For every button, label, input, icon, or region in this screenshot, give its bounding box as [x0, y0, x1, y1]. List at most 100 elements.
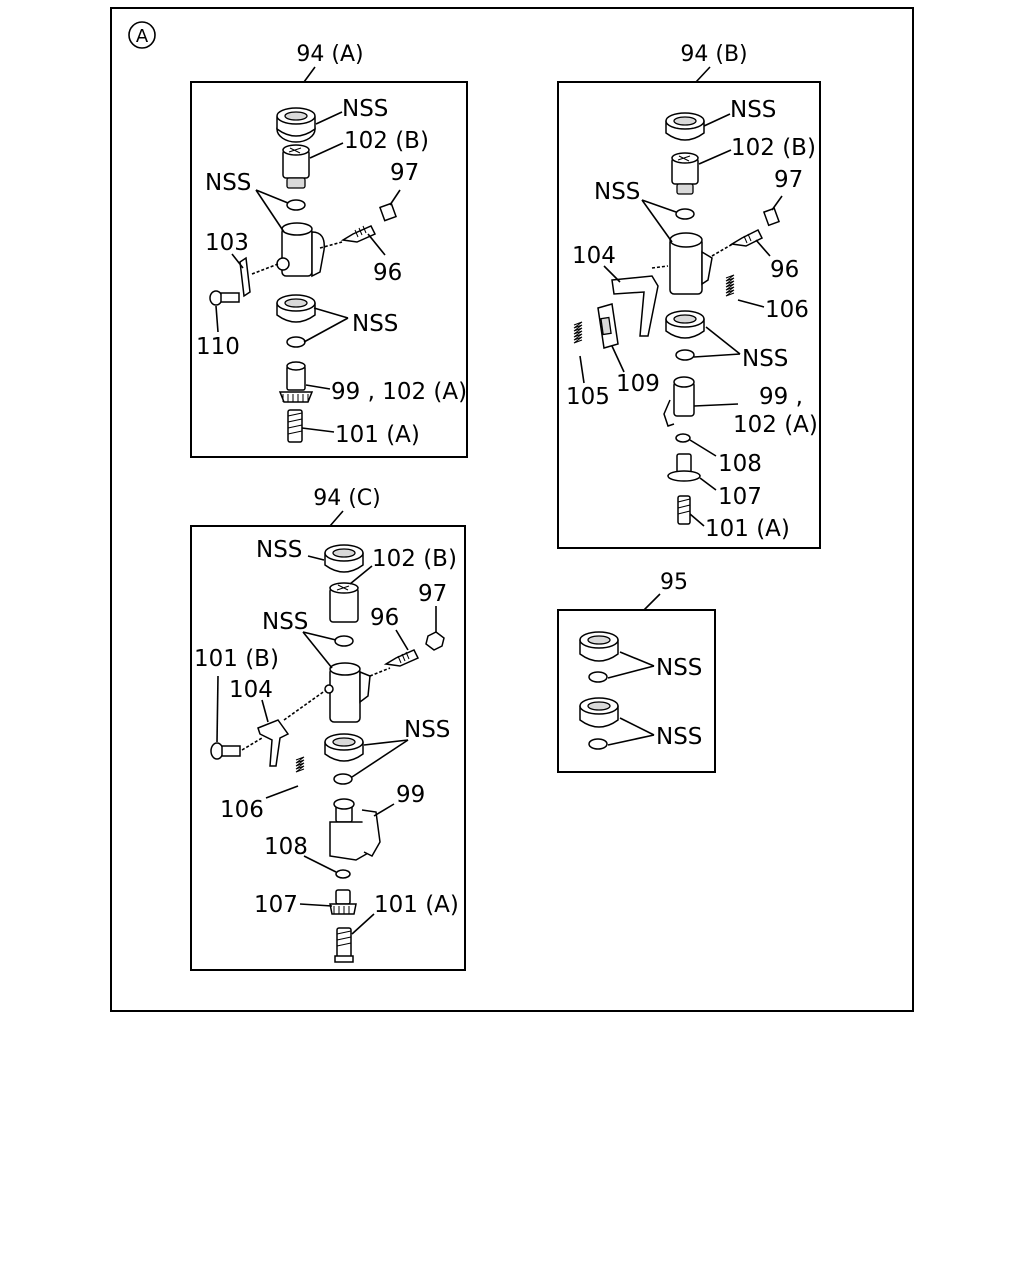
- label-nss: NSS: [656, 724, 702, 750]
- group-95-title: 95: [660, 570, 688, 595]
- lever-icon: [257, 689, 327, 767]
- leader-line: [216, 675, 219, 743]
- leader-line: [698, 149, 732, 165]
- label-107: 107: [254, 892, 298, 918]
- leader-line: [303, 855, 337, 873]
- group-95: 95 NSS NSS: [557, 570, 716, 773]
- group-94c-box: [190, 525, 466, 971]
- spring-icon: [295, 756, 305, 773]
- adjuster-housing-icon: [329, 798, 381, 861]
- leader-line: [363, 739, 409, 746]
- group-94b: 94 (B): [557, 42, 821, 549]
- plunger-icon: [329, 582, 359, 623]
- group-94b-box: [557, 81, 821, 549]
- leader-line: [302, 631, 337, 641]
- bracket-icon: [239, 256, 279, 298]
- leader-line: [301, 427, 335, 433]
- leader-line: [305, 384, 331, 390]
- outer-frame: [110, 7, 914, 1012]
- label-106: 106: [220, 797, 264, 823]
- seal-cup-icon: [276, 107, 316, 143]
- label-109: 109: [616, 371, 660, 397]
- leader-line: [689, 513, 705, 527]
- label-99-102a: 99 , 102 (A): [331, 379, 467, 405]
- leader-line: [265, 785, 299, 799]
- group-94a-title: 94 (A): [296, 42, 363, 67]
- group-95-box: [557, 609, 716, 773]
- seal-cup-icon: [579, 631, 619, 662]
- label-110: 110: [196, 334, 240, 360]
- leader-line: [255, 189, 285, 233]
- label-105: 105: [566, 384, 610, 410]
- label-96: 96: [373, 260, 402, 286]
- group-94c: 94 (C): [190, 486, 466, 971]
- label-102b: 102 (B): [344, 128, 429, 154]
- view-marker-letter: A: [136, 26, 149, 47]
- label-102b: 102 (B): [372, 546, 457, 572]
- leader-line: [309, 142, 344, 159]
- label-107: 107: [718, 484, 762, 510]
- cap-icon: [762, 207, 780, 227]
- label-nss: NSS: [342, 96, 388, 122]
- group-94b-leader: [695, 66, 711, 83]
- leader-line: [395, 629, 409, 651]
- leader-line: [215, 305, 219, 333]
- view-marker: A: [128, 21, 156, 49]
- label-nss: NSS: [352, 311, 398, 337]
- leader-line: [313, 307, 349, 319]
- plunger-icon: [282, 144, 310, 189]
- group-94a-leader: [303, 66, 316, 83]
- bolt-icon: [210, 737, 263, 760]
- seal-cup-lower-icon: [579, 697, 619, 728]
- leader-line: [737, 299, 765, 308]
- label-101b: 101 (B): [194, 646, 279, 672]
- group-94a-box: [190, 81, 468, 458]
- leader-line: [693, 353, 741, 358]
- leader-line: [619, 717, 655, 736]
- label-104: 104: [229, 677, 273, 703]
- label-97: 97: [774, 167, 803, 193]
- washer-small-icon: [675, 433, 691, 443]
- group-94a: 94 (A): [190, 42, 468, 458]
- label-103: 103: [205, 230, 249, 256]
- leader-line: [603, 265, 621, 283]
- screw-icon: [287, 409, 303, 443]
- leader-line: [351, 913, 375, 935]
- nozzle-icon: [383, 649, 420, 667]
- washer-lower-icon: [675, 349, 695, 361]
- label-101a: 101 (A): [374, 892, 459, 918]
- leader-line: [303, 317, 349, 343]
- spring-icon: [725, 274, 735, 297]
- valve-body-icon: [324, 662, 391, 723]
- leader-line: [373, 803, 395, 817]
- leader-line: [755, 239, 771, 257]
- group-94c-title: 94 (C): [313, 486, 381, 511]
- label-nss: NSS: [730, 97, 776, 123]
- valve-body-icon: [669, 232, 737, 295]
- label-nss: NSS: [742, 346, 788, 372]
- gear-icon: [329, 889, 357, 915]
- seal-cup-lower-icon: [665, 310, 705, 339]
- label-nss: NSS: [594, 179, 640, 205]
- nozzle-icon: [340, 225, 377, 243]
- leader-line: [705, 326, 741, 355]
- leader-line: [771, 195, 783, 211]
- group-95-leader: [643, 593, 661, 611]
- leader-line: [703, 113, 731, 127]
- label-nss: NSS: [656, 655, 702, 681]
- leader-line: [315, 111, 343, 125]
- group-94b-title: 94 (B): [680, 42, 747, 67]
- adjuster-gear-icon: [278, 361, 314, 403]
- cap-icon: [379, 202, 397, 222]
- washer-lower-icon: [588, 738, 608, 750]
- seal-cup-icon: [665, 112, 705, 141]
- screw-icon: [677, 495, 691, 525]
- leader-line: [619, 651, 655, 667]
- leader-line: [641, 199, 673, 243]
- leader-line: [693, 403, 739, 407]
- nut-icon: [425, 631, 445, 651]
- label-nss: NSS: [404, 717, 450, 743]
- group-94c-leader: [329, 510, 344, 527]
- leader-line: [699, 477, 717, 491]
- leader-line: [351, 739, 409, 778]
